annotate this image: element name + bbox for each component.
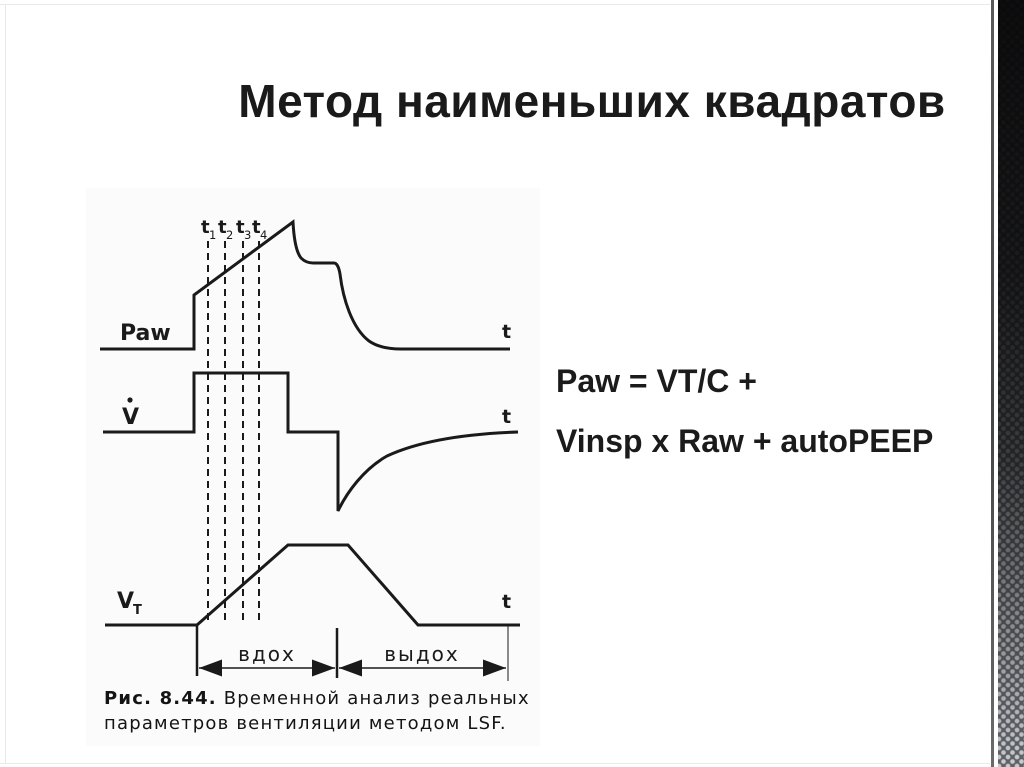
figure-caption: Рис. 8.44. Временной анализ реальных пар… [104,686,549,736]
figure-number: Рис. 8.44. [104,688,217,709]
volume-label: V [117,589,134,614]
inhale-right-arrowhead-icon [312,659,335,677]
figure-caption-line2: параметров вентиляции методом LSF. [104,711,549,736]
t3-label: t [236,217,245,238]
right-divider-line [991,0,994,767]
t4-label: t [252,217,261,238]
time-axis-label-flow: t [502,406,511,428]
paw-waveform-curve [100,219,510,351]
time-axis-label-volume: t [502,591,511,613]
volume-waveform-curve [105,543,520,627]
figure-caption-line1: Рис. 8.44. Временной анализ реальных [104,686,549,711]
flow-derivative-dot-icon [127,397,133,403]
lsf-equation: Paw = VT/C + Vinsp x Raw + autoPEEP [556,351,933,471]
flow-waveform-curve [103,371,519,512]
inhale-phase-label: вдох [238,642,296,666]
equation-line1: Paw = VT/C + [556,363,757,399]
slide-edge-left [5,4,6,763]
figure-caption-text1: Временной анализ реальных [216,688,530,709]
slide-title: Метод наименьших квадратов [238,75,946,127]
figure-caption-text2: параметров вентиляции методом LSF. [104,713,507,734]
t-sample-dashed-lines [207,241,260,620]
exhale-phase-label: выдох [384,642,459,666]
right-mesh-texture-strip [998,0,1024,767]
figure-scan-background [86,188,540,746]
equation-line2: Vinsp x Raw + autoPEEP [556,423,934,459]
t2-label: t [218,217,227,238]
exhale-right-arrowhead-icon [483,659,506,677]
phase-arrows [199,659,506,677]
slide-edge-bottom [0,763,990,764]
flow-label: V [122,405,139,430]
t4-subscript: 4 [260,228,267,242]
exhale-left-arrowhead-icon [339,659,362,677]
paw-label: Paw [120,321,171,346]
volume-label-subscript: T [133,603,142,618]
slide-edge-top [0,4,990,5]
ventilation-waveform-figure: Paw V V T t t t t 1 t 2 t 3 t 4 вдох выд… [100,217,520,681]
t2-subscript: 2 [226,228,233,242]
time-axis-label-paw: t [502,321,511,343]
t1-subscript: 1 [209,228,216,242]
t-sample-labels: t 1 t 2 t 3 t 4 [201,217,267,242]
t1-label: t [201,217,210,238]
inhale-left-arrowhead-icon [199,659,222,677]
t3-subscript: 3 [244,228,251,242]
